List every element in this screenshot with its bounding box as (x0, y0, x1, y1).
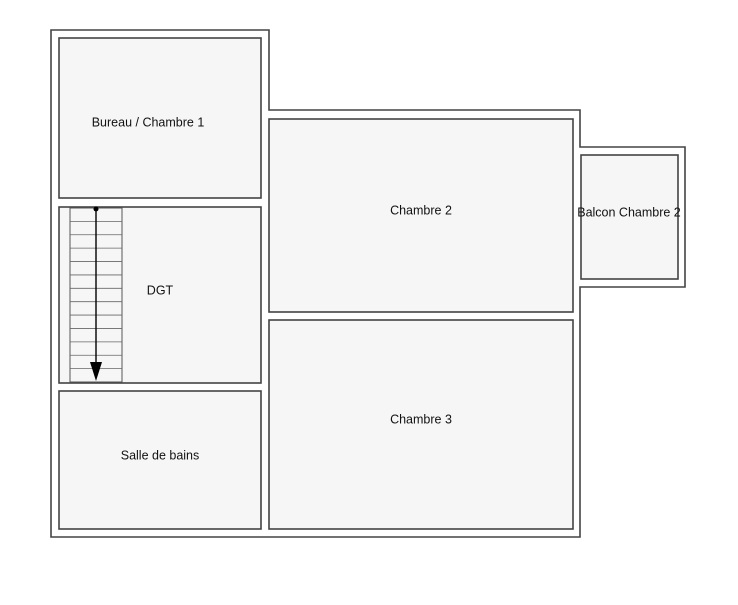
arrow-down-icon (90, 362, 102, 381)
label-dgt: DGT (147, 283, 174, 297)
label-salle-de-bains: Salle de bains (121, 448, 200, 462)
label-chambre-2: Chambre 2 (390, 203, 452, 217)
label-chambre-3: Chambre 3 (390, 412, 452, 426)
room-bureau (58, 37, 262, 199)
staircase (69, 206, 123, 383)
room-salle-de-bains (58, 390, 262, 530)
room-chambre-2 (268, 118, 574, 313)
room-balcon (580, 154, 679, 280)
label-bureau: Bureau / Chambre 1 (92, 115, 205, 129)
room-chambre-3 (268, 319, 574, 530)
room-dgt (58, 206, 262, 384)
label-balcon: Balcon Chambre 2 (577, 205, 681, 219)
